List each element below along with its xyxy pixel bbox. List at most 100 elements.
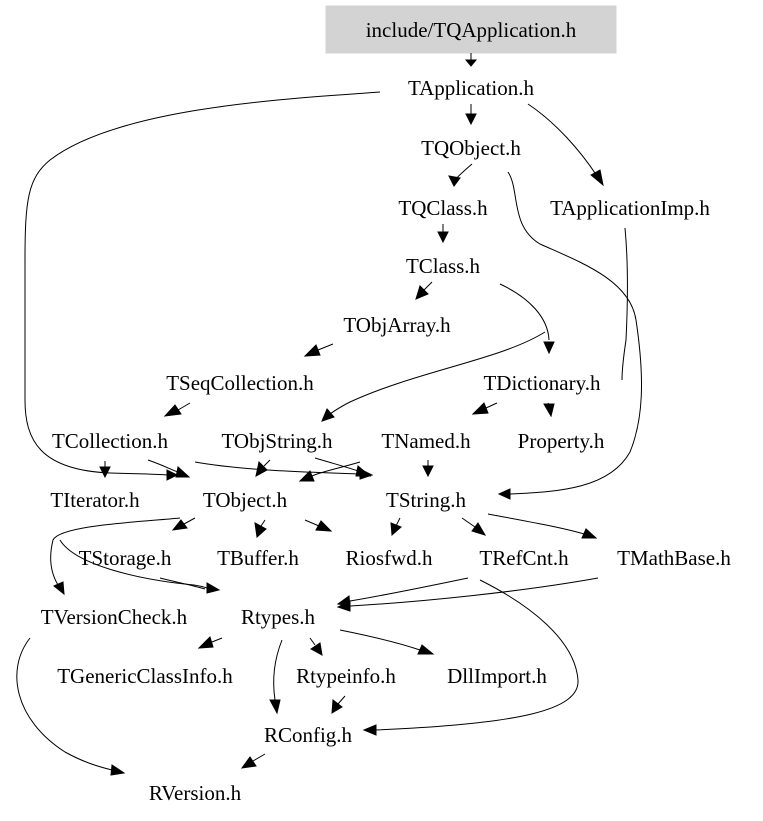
edge-tqobject-tstring (507, 171, 643, 495)
edge-arrow (471, 402, 489, 415)
edge-tseqcollection-tcollection (177, 402, 191, 411)
edge-tobject-tbuffer (260, 519, 266, 527)
nodes: include/TQApplication.h TApplication.h T… (41, 18, 732, 805)
edge-arrow (197, 636, 214, 649)
edge-arrow (465, 113, 477, 126)
node-property[interactable]: Property.h (518, 429, 605, 453)
node-rversion[interactable]: RVersion.h (149, 781, 242, 805)
edge-tnamed-tobject (311, 461, 361, 477)
edge-arrow (269, 699, 281, 715)
edge-arrow (175, 466, 191, 478)
edge-arrow (171, 519, 188, 531)
edge-arrow (543, 403, 555, 418)
edge-tstring-rconfig (374, 579, 579, 731)
node-tqobject[interactable]: TQObject.h (421, 136, 521, 160)
edge-trefcnt-rtypes (349, 577, 469, 602)
edge-tobjarray-tseqcollection (317, 343, 334, 351)
edge-tobject-tstorage (183, 517, 196, 525)
edge-arrow (437, 231, 449, 244)
edge-rconfig-rversion (252, 753, 266, 762)
edge-tstring-tmathbase (487, 513, 585, 535)
edge-arrow (321, 408, 335, 422)
edge-arrow (390, 522, 402, 537)
edge-tclass-tdictionary (499, 283, 550, 341)
edge-tcollection-tstring (194, 461, 361, 475)
edge-tdictionary-tnamed (485, 402, 498, 409)
edge-arrow (362, 724, 377, 736)
edge-arrow (99, 466, 111, 479)
edge-tapplicationimp-tstring (621, 227, 628, 381)
node-trefcnt[interactable]: TRefCnt.h (479, 546, 569, 570)
edge-rtypes-rtypeinfo (309, 637, 316, 646)
node-tversioncheck[interactable]: TVersionCheck.h (41, 605, 188, 629)
edge-arrow (417, 644, 435, 655)
node-tqclass[interactable]: TQClass.h (398, 196, 488, 220)
edge-tobjstring-tobject (263, 459, 271, 467)
edge-arrow (543, 341, 555, 355)
node-titerator[interactable]: TIterator.h (50, 488, 140, 512)
node-tapplication[interactable]: TApplication.h (408, 76, 535, 100)
node-dllimport[interactable]: DllImport.h (447, 664, 547, 688)
node-tnamed[interactable]: TNamed.h (381, 429, 471, 453)
node-tqapplication[interactable]: include/TQApplication.h (366, 18, 577, 42)
node-tstring[interactable]: TString.h (386, 488, 466, 512)
edge-arrow (110, 764, 126, 776)
node-rconfig[interactable]: RConfig.h (264, 723, 353, 747)
edge-tclass-tobjstring (329, 331, 546, 415)
edge-rtypes-rconfig (273, 639, 283, 701)
edge-arrow (315, 520, 333, 532)
edge-tcollection-tobject-left (24, 399, 168, 476)
edge-rtypes-dllimport (339, 629, 421, 651)
node-tobjstring[interactable]: TObjString.h (221, 429, 333, 453)
edge-tversioncheck-rversion (16, 637, 113, 771)
edge-tapplication-tapplicationimp (527, 103, 598, 177)
edge-arrow (163, 404, 182, 417)
edge-rtypeinfo-rconfig (337, 695, 346, 705)
node-tobject[interactable]: TObject.h (203, 488, 288, 512)
edge-arrow (581, 528, 598, 539)
edge-arrow (303, 344, 321, 357)
edge-arrow (464, 59, 478, 67)
node-tseqcollection[interactable]: TSeqCollection.h (166, 371, 314, 395)
edge-arrow (310, 642, 323, 656)
root-node-box (325, 5, 617, 54)
edge-tobject-rtypes (59, 539, 208, 589)
edge-arrow (166, 469, 179, 481)
edge-tmathbase-rtypes (349, 577, 599, 607)
node-tobjarray[interactable]: TObjArray.h (343, 313, 451, 337)
edge-arrow (471, 522, 487, 536)
node-riosfwd[interactable]: Riosfwd.h (346, 546, 433, 570)
node-tbuffer[interactable]: TBuffer.h (217, 546, 299, 570)
node-tstorage[interactable]: TStorage.h (79, 546, 172, 570)
node-rtypeinfo[interactable]: Rtypeinfo.h (296, 664, 396, 688)
edge-arrow (415, 285, 429, 300)
edge-arrow (206, 582, 221, 594)
edge-arrow (298, 470, 315, 482)
edge-tstorage-rtypes (159, 577, 206, 590)
node-tapplicationimp[interactable]: TApplicationImp.h (550, 196, 710, 220)
edge-arrow (422, 465, 434, 478)
edges (16, 53, 643, 776)
edge-arrow (240, 756, 257, 769)
edge-arrow (53, 581, 65, 596)
node-tmathbase[interactable]: TMathBase.h (617, 546, 731, 570)
edge-arrow (590, 169, 604, 187)
edge-tobject-tversioncheck (50, 517, 181, 586)
edge-tcollection-tobject (147, 459, 179, 473)
edge-arrow (355, 465, 372, 477)
edge-tobject-riosfwd (304, 519, 320, 527)
edge-tstring-trefcnt (461, 517, 476, 528)
edge-arrow (331, 699, 343, 714)
edge-tclass-tobjarray (423, 281, 433, 291)
node-tclass[interactable]: TClass.h (406, 254, 481, 278)
node-tgenericclassinfo[interactable]: TGenericClassInfo.h (57, 664, 233, 688)
edge-tapplication-tcollection (24, 91, 381, 400)
node-tcollection[interactable]: TCollection.h (52, 429, 169, 453)
edge-arrow (255, 460, 268, 477)
node-rtypes[interactable]: Rtypes.h (241, 605, 316, 629)
edge-rtypes-tgenericclassinfo (211, 637, 223, 643)
edge-arrow (497, 488, 511, 500)
node-tdictionary[interactable]: TDictionary.h (483, 371, 601, 395)
edge-arrow (336, 600, 351, 612)
